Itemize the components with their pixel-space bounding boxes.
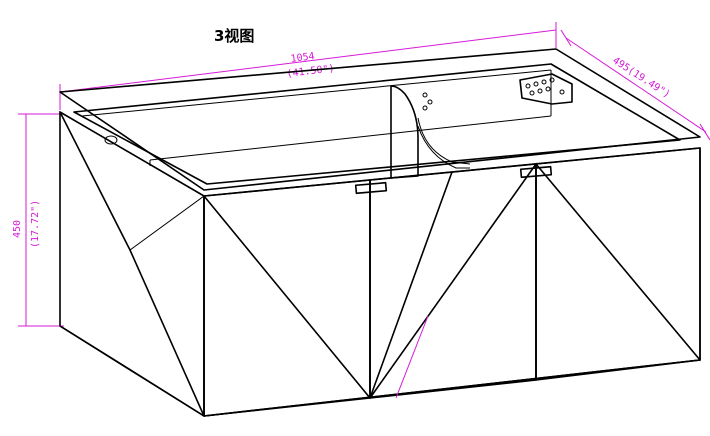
depth-label: 495(19.49") [610, 55, 672, 100]
height-mm-label: 450 [12, 220, 23, 238]
height-inch-label: (17.72") [30, 200, 41, 248]
width-mm-label: 1054 [290, 51, 315, 65]
height-dimension: 450 (17.72") [12, 113, 64, 327]
front-door-3 [535, 147, 701, 381]
width-dimension: 1054 (41.50") [59, 22, 557, 110]
drawing-title: 3视图 [214, 27, 254, 45]
depth-dimension: 495(19.49") [560, 29, 710, 141]
mounting-bracket [519, 73, 573, 105]
center-divider-panel [390, 85, 419, 179]
cabinet-body [58, 48, 701, 417]
